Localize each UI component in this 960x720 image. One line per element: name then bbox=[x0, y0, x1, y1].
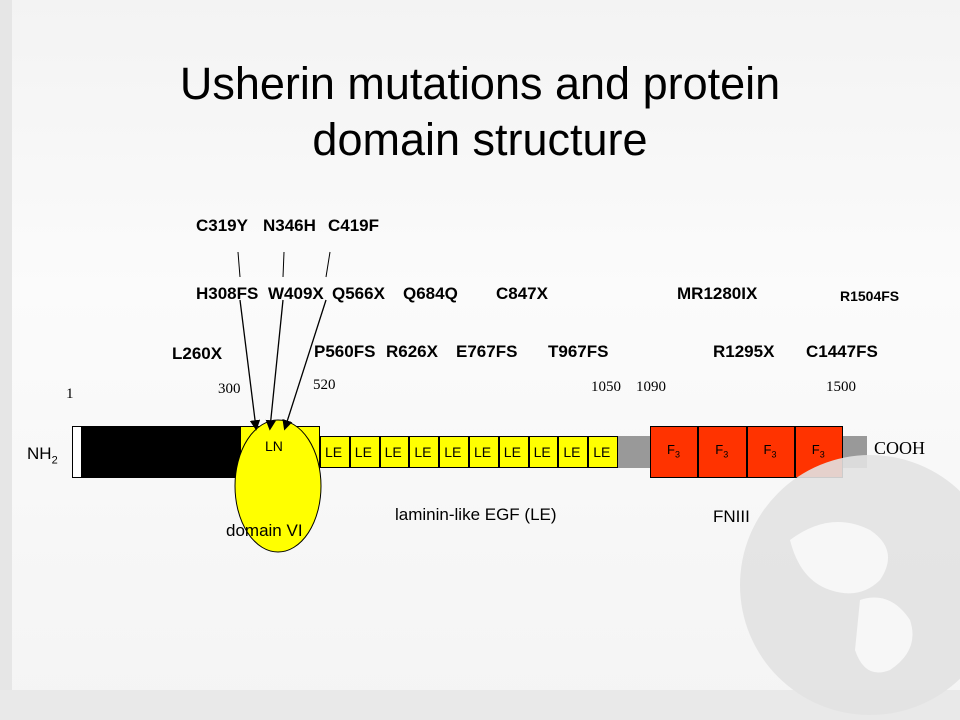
slide-title: Usherin mutations and protein domain str… bbox=[100, 56, 860, 168]
mutation-tick bbox=[325, 251, 331, 278]
le-repeat: LE bbox=[469, 436, 499, 468]
fn3-repeat: F3 bbox=[746, 426, 795, 478]
le-label: LE bbox=[354, 444, 372, 460]
mutation-label: R1504FS bbox=[840, 288, 900, 304]
title-line-1: Usherin mutations and protein bbox=[179, 58, 781, 109]
le-label: LE bbox=[325, 444, 343, 460]
mutation-label: MR1280IX bbox=[677, 284, 758, 303]
mutation-tick bbox=[282, 251, 285, 278]
fn3-label: F3 bbox=[667, 442, 680, 460]
mutation-label: H308FS bbox=[196, 284, 259, 303]
mutation-label: N346H bbox=[263, 216, 316, 235]
mutation-label: Q566X bbox=[332, 284, 385, 303]
mutation-arrow bbox=[265, 299, 284, 431]
le-label: LE bbox=[414, 444, 432, 460]
globe-landmass bbox=[790, 522, 888, 594]
position-label: 1500 bbox=[826, 379, 856, 395]
fn3-label: F3 bbox=[811, 442, 825, 460]
le-label: LE bbox=[384, 444, 402, 460]
globe-landmass bbox=[855, 597, 913, 673]
domain-vi-ellipse bbox=[234, 419, 322, 553]
le-label: LE bbox=[563, 444, 581, 460]
le-label: LE bbox=[503, 444, 521, 460]
mutation-label: R1295X bbox=[713, 342, 775, 361]
le-repeat: LE bbox=[528, 436, 559, 468]
le-label: LE bbox=[474, 444, 492, 460]
mutation-label: P560FS bbox=[314, 342, 376, 361]
position-label: 300 bbox=[218, 381, 241, 397]
mutation-label: C1447FS bbox=[806, 342, 878, 361]
le-repeat: LE bbox=[379, 436, 410, 468]
slide-frame-left bbox=[0, 0, 12, 720]
mutation-tick bbox=[237, 251, 241, 278]
fn3-repeat: F3 bbox=[650, 426, 699, 478]
le-repeat: LE bbox=[558, 436, 589, 468]
mutation-label: Q684Q bbox=[403, 284, 458, 303]
fn3-repeat: F3 bbox=[698, 426, 747, 478]
mutation-label: R626X bbox=[386, 342, 438, 361]
mutation-arrow bbox=[282, 299, 327, 431]
mutation-label: E767FS bbox=[456, 342, 518, 361]
signal-region-segment bbox=[82, 426, 240, 478]
fn3-label: F3 bbox=[715, 442, 729, 460]
position-label: 1090 bbox=[636, 379, 666, 395]
mutation-label: C319Y bbox=[196, 216, 248, 235]
mutation-label: L260X bbox=[172, 344, 223, 363]
le-repeat: LE bbox=[349, 436, 380, 468]
le-repeat: LE bbox=[409, 436, 440, 468]
c-terminus-label: COOH bbox=[874, 438, 926, 458]
n-terminus-label: NH2 bbox=[27, 444, 58, 467]
title-line-2: domain structure bbox=[312, 114, 648, 165]
linker-segment bbox=[618, 436, 650, 468]
mutation-label: C419F bbox=[328, 216, 380, 235]
mutation-label: C847X bbox=[496, 284, 548, 303]
fn-caption: FNIII bbox=[713, 507, 750, 526]
le-repeat: LE bbox=[320, 436, 350, 468]
position-label: 520 bbox=[313, 377, 336, 393]
slide-frame-bottom bbox=[0, 690, 960, 720]
le-repeat: LE bbox=[498, 436, 529, 468]
le-repeat: LE bbox=[439, 436, 469, 468]
n-terminal-cap bbox=[72, 426, 82, 478]
le-repeat: LE bbox=[588, 436, 618, 468]
mutation-label: W409X bbox=[268, 284, 324, 303]
le-label: LE bbox=[444, 444, 462, 460]
fn3-label: F3 bbox=[763, 442, 777, 460]
position-label: 1 bbox=[66, 386, 74, 402]
le-label: LE bbox=[533, 444, 551, 460]
mutation-label: T967FS bbox=[548, 342, 609, 361]
domain-vi-caption: domain VI bbox=[226, 521, 303, 540]
mutation-arrow bbox=[239, 299, 261, 431]
ln-label: LN bbox=[265, 438, 283, 454]
le-label: LE bbox=[593, 444, 611, 460]
position-label: 1050 bbox=[591, 379, 621, 395]
le-caption: laminin-like EGF (LE) bbox=[395, 505, 557, 524]
